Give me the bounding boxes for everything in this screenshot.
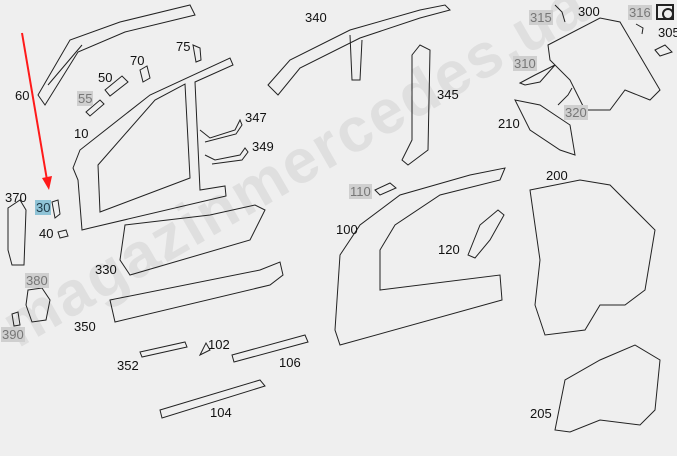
part-349 — [204, 147, 249, 165]
part-345 — [401, 44, 431, 166]
part-320 — [557, 87, 573, 106]
part-label-340[interactable]: 340 — [305, 10, 327, 25]
part-label-205[interactable]: 205 — [530, 406, 552, 421]
part-390 — [11, 311, 21, 327]
part-label-200[interactable]: 200 — [546, 168, 568, 183]
part-label-50[interactable]: 50 — [98, 70, 113, 85]
part-210 — [514, 99, 576, 156]
part-205 — [554, 344, 661, 433]
part-347 — [199, 118, 243, 143]
part-316 — [635, 23, 644, 35]
part-label-120[interactable]: 120 — [438, 242, 460, 257]
diagram-corner-icon — [656, 4, 674, 20]
part-70 — [139, 65, 151, 83]
part-300 — [547, 17, 661, 111]
part-label-350[interactable]: 350 — [74, 319, 96, 334]
part-label-390: 390 — [1, 327, 25, 342]
part-label-102[interactable]: 102 — [208, 337, 230, 352]
part-352 — [139, 341, 188, 358]
part-label-320: 320 — [564, 105, 588, 120]
part-label-315: 315 — [529, 10, 553, 25]
part-100 — [334, 167, 506, 346]
part-380 — [25, 287, 51, 323]
part-label-104[interactable]: 104 — [210, 405, 232, 420]
part-55 — [85, 99, 105, 117]
part-label-345[interactable]: 345 — [437, 87, 459, 102]
red-arrow-head — [42, 176, 52, 190]
part-104 — [159, 379, 266, 419]
part-label-106[interactable]: 106 — [279, 355, 301, 370]
part-label-110: 110 — [349, 184, 372, 199]
part-label-60[interactable]: 60 — [15, 88, 30, 103]
part-30 — [51, 199, 61, 219]
part-label-310: 310 — [513, 56, 537, 71]
part-label-30[interactable]: 30 — [35, 200, 52, 215]
part-label-347[interactable]: 347 — [245, 110, 267, 125]
part-label-75[interactable]: 75 — [176, 39, 191, 54]
part-75 — [192, 44, 202, 63]
part-350 — [109, 261, 284, 323]
red-arrow — [21, 32, 48, 181]
part-label-70[interactable]: 70 — [130, 53, 145, 68]
part-310 — [518, 64, 556, 86]
part-label-330[interactable]: 330 — [95, 262, 117, 277]
part-315 — [554, 4, 566, 23]
part-label-300[interactable]: 300 — [578, 4, 600, 19]
part-102 — [198, 341, 211, 357]
part-10 — [72, 57, 234, 231]
part-60 — [37, 4, 196, 106]
part-330 — [119, 204, 266, 276]
part-40 — [57, 229, 69, 239]
part-label-352[interactable]: 352 — [117, 358, 139, 373]
part-305 — [654, 44, 673, 57]
part-label-349[interactable]: 349 — [252, 139, 274, 154]
part-label-210[interactable]: 210 — [498, 116, 520, 131]
part-label-10[interactable]: 10 — [74, 126, 89, 141]
part-label-100[interactable]: 100 — [336, 222, 358, 237]
part-50 — [104, 75, 129, 97]
part-label-40[interactable]: 40 — [39, 226, 54, 241]
part-110 — [374, 182, 397, 196]
part-370 — [7, 199, 27, 266]
part-120 — [467, 209, 505, 259]
part-label-305[interactable]: 305 — [658, 25, 677, 40]
part-106 — [231, 334, 309, 363]
part-label-316: 316 — [628, 5, 652, 20]
part-200 — [529, 179, 656, 336]
part-label-55: 55 — [77, 91, 94, 106]
part-label-380: 380 — [25, 273, 49, 288]
part-340 — [267, 4, 451, 96]
part-label-370[interactable]: 370 — [5, 190, 27, 205]
